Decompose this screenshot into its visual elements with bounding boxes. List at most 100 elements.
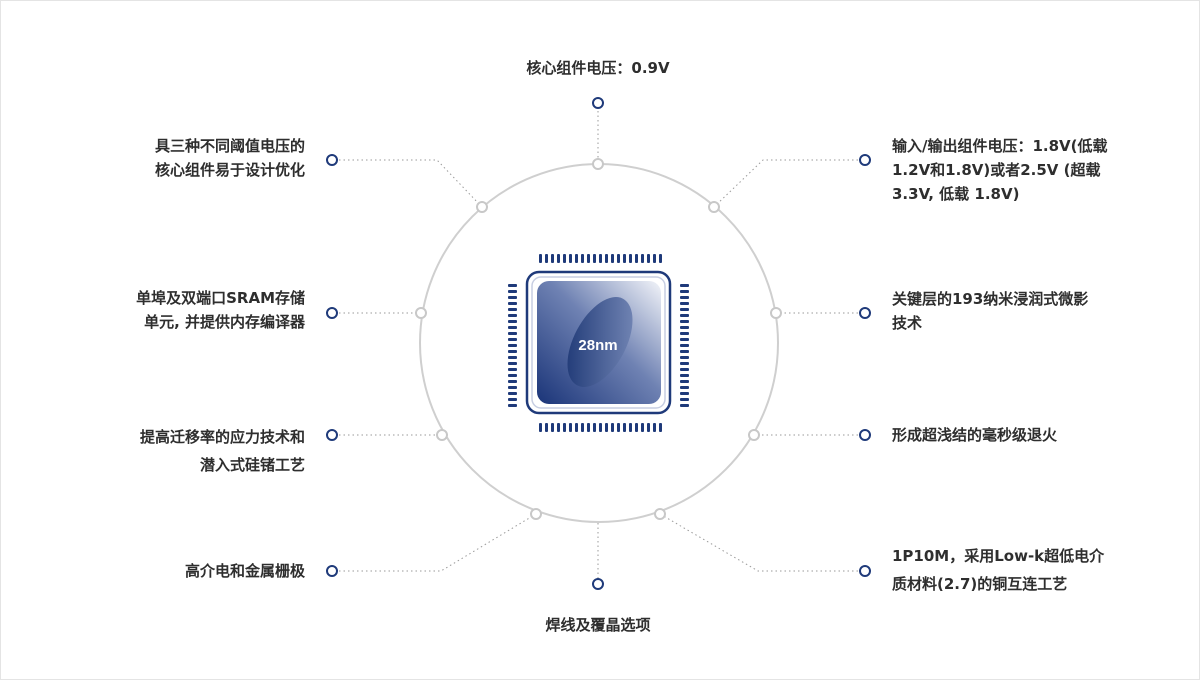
ring-node-top <box>592 158 604 170</box>
chip-pin-right <box>680 380 689 383</box>
feature-right-2-line-2: 技术 <box>892 314 923 332</box>
chip-pin-left <box>508 308 517 311</box>
chip-pin-right <box>680 332 689 335</box>
feature-label-right-2: 关键层的193纳米浸润式微影 技术 <box>892 287 1088 335</box>
endpoint-right-2 <box>859 307 871 319</box>
chip-pin-top <box>587 254 590 263</box>
chip-pin-top <box>557 254 560 263</box>
connector-left-1 <box>339 159 483 208</box>
chip-pin-top <box>563 254 566 263</box>
chip-pin-left <box>508 314 517 317</box>
chip-pin-top <box>647 254 650 263</box>
chip-pin-top <box>581 254 584 263</box>
chip-pin-right <box>680 296 689 299</box>
chip-pin-bottom <box>629 423 632 432</box>
chip-pin-top <box>623 254 626 263</box>
chip-pin-top <box>635 254 638 263</box>
endpoint-right-4 <box>859 565 871 577</box>
chip-pin-left <box>508 320 517 323</box>
ring-node-left-4 <box>530 508 542 520</box>
endpoint-bottom <box>592 578 604 590</box>
chip-pin-left <box>508 356 517 359</box>
chip-pin-bottom <box>599 423 602 432</box>
chip-pin-right <box>680 290 689 293</box>
chip-pin-right <box>680 374 689 377</box>
endpoint-left-4 <box>326 565 338 577</box>
feature-label-top: 核心组件电压：0.9V <box>478 56 718 80</box>
feature-right-4-line-2: 质材料(2.7)的铜互连工艺 <box>892 575 1068 593</box>
chip-pin-left <box>508 344 517 347</box>
chip-pin-left <box>508 398 517 401</box>
ring-nodes <box>415 158 782 520</box>
chip-pin-left <box>508 392 517 395</box>
chip-pin-top <box>569 254 572 263</box>
chip-pin-right <box>680 368 689 371</box>
chip-pin-left <box>508 332 517 335</box>
chip-package-inner <box>531 276 666 409</box>
feature-label-right-1: 输入/输出组件电压：1.8V(低载 1.2V和1.8V)或者2.5V (超载 3… <box>892 134 1108 206</box>
chip-pin-bottom <box>593 423 596 432</box>
chip-pin-top <box>545 254 548 263</box>
chip-pin-top <box>617 254 620 263</box>
chip-pin-top <box>599 254 602 263</box>
chip-pin-bottom <box>605 423 608 432</box>
chip-pin-bottom <box>581 423 584 432</box>
chip-pin-top <box>551 254 554 263</box>
chip-pin-top <box>539 254 542 263</box>
feature-right-1-line-1: 输入/输出组件电压：1.8V(低载 <box>892 137 1108 155</box>
chip-pin-right <box>680 284 689 287</box>
chip-pin-right <box>680 398 689 401</box>
connector-right-4 <box>659 513 858 572</box>
endpoint-left-2 <box>326 307 338 319</box>
chip-pin-left <box>508 290 517 293</box>
feature-label-left-2: 单埠及双端口SRAM存储 单元, 并提供内存编译器 <box>136 286 305 334</box>
ring-node-left-3 <box>436 429 448 441</box>
chip-pin-bottom <box>551 423 554 432</box>
chip-pin-right <box>680 338 689 341</box>
endpoint-markers <box>326 97 871 590</box>
ring-node-left-2 <box>415 307 427 319</box>
chip-pin-left <box>508 338 517 341</box>
chip-pin-top <box>605 254 608 263</box>
endpoint-right-1 <box>859 154 871 166</box>
feature-bottom-line-1: 焊线及覆晶选项 <box>545 616 651 634</box>
chip-pin-left <box>508 404 517 407</box>
feature-left-1-line-1: 具三种不同阈值电压的 <box>154 137 305 155</box>
ring-node-left-1 <box>476 201 488 213</box>
feature-right-2-line-1: 关键层的193纳米浸润式微影 <box>892 290 1089 308</box>
chip-pin-left <box>508 326 517 329</box>
chip-pin-top <box>593 254 596 263</box>
feature-left-1-line-2: 核心组件易于设计优化 <box>154 161 305 179</box>
chip-pin-left <box>508 380 517 383</box>
chip-pin-left <box>508 374 517 377</box>
chip-pin-right <box>680 386 689 389</box>
chip-oval <box>567 297 633 387</box>
chip-pin-bottom <box>545 423 548 432</box>
chip-pin-right <box>680 362 689 365</box>
feature-label-right-4: 1P10M，采用Low-k超低电介 质材料(2.7)的铜互连工艺 <box>892 542 1104 598</box>
feature-right-1-line-2: 1.2V和1.8V)或者2.5V (超载 <box>892 161 1101 179</box>
feature-left-2-line-2: 单元, 并提供内存编译器 <box>144 313 305 331</box>
chip-pin-top <box>659 254 662 263</box>
ring-node-right-4 <box>654 508 666 520</box>
feature-left-4-line-1: 高介电和金属栅极 <box>184 562 305 580</box>
feature-right-1-line-3: 3.3V, 低载 1.8V) <box>892 185 1020 203</box>
endpoint-right-3 <box>859 429 871 441</box>
chip-pin-bottom <box>659 423 662 432</box>
chip-pin-left <box>508 350 517 353</box>
feature-label-left-1: 具三种不同阈值电压的 核心组件易于设计优化 <box>155 134 305 182</box>
endpoint-top <box>592 97 604 109</box>
chip-pin-bottom <box>623 423 626 432</box>
chip-pin-right <box>680 350 689 353</box>
feature-label-left-3: 提高迁移率的应力技术和 潜入式硅锗工艺 <box>140 423 305 479</box>
feature-left-3-line-1: 提高迁移率的应力技术和 <box>139 428 305 446</box>
chip-label: 28nm <box>578 337 617 354</box>
chip-pin-right <box>680 314 689 317</box>
feature-label-bottom: 焊线及覆晶选项 <box>478 613 718 637</box>
chip-pin-bottom <box>635 423 638 432</box>
endpoint-left-1 <box>326 154 338 166</box>
chip-pin-bottom <box>641 423 644 432</box>
chip-pin-left <box>508 368 517 371</box>
chip-pin-bottom <box>617 423 620 432</box>
